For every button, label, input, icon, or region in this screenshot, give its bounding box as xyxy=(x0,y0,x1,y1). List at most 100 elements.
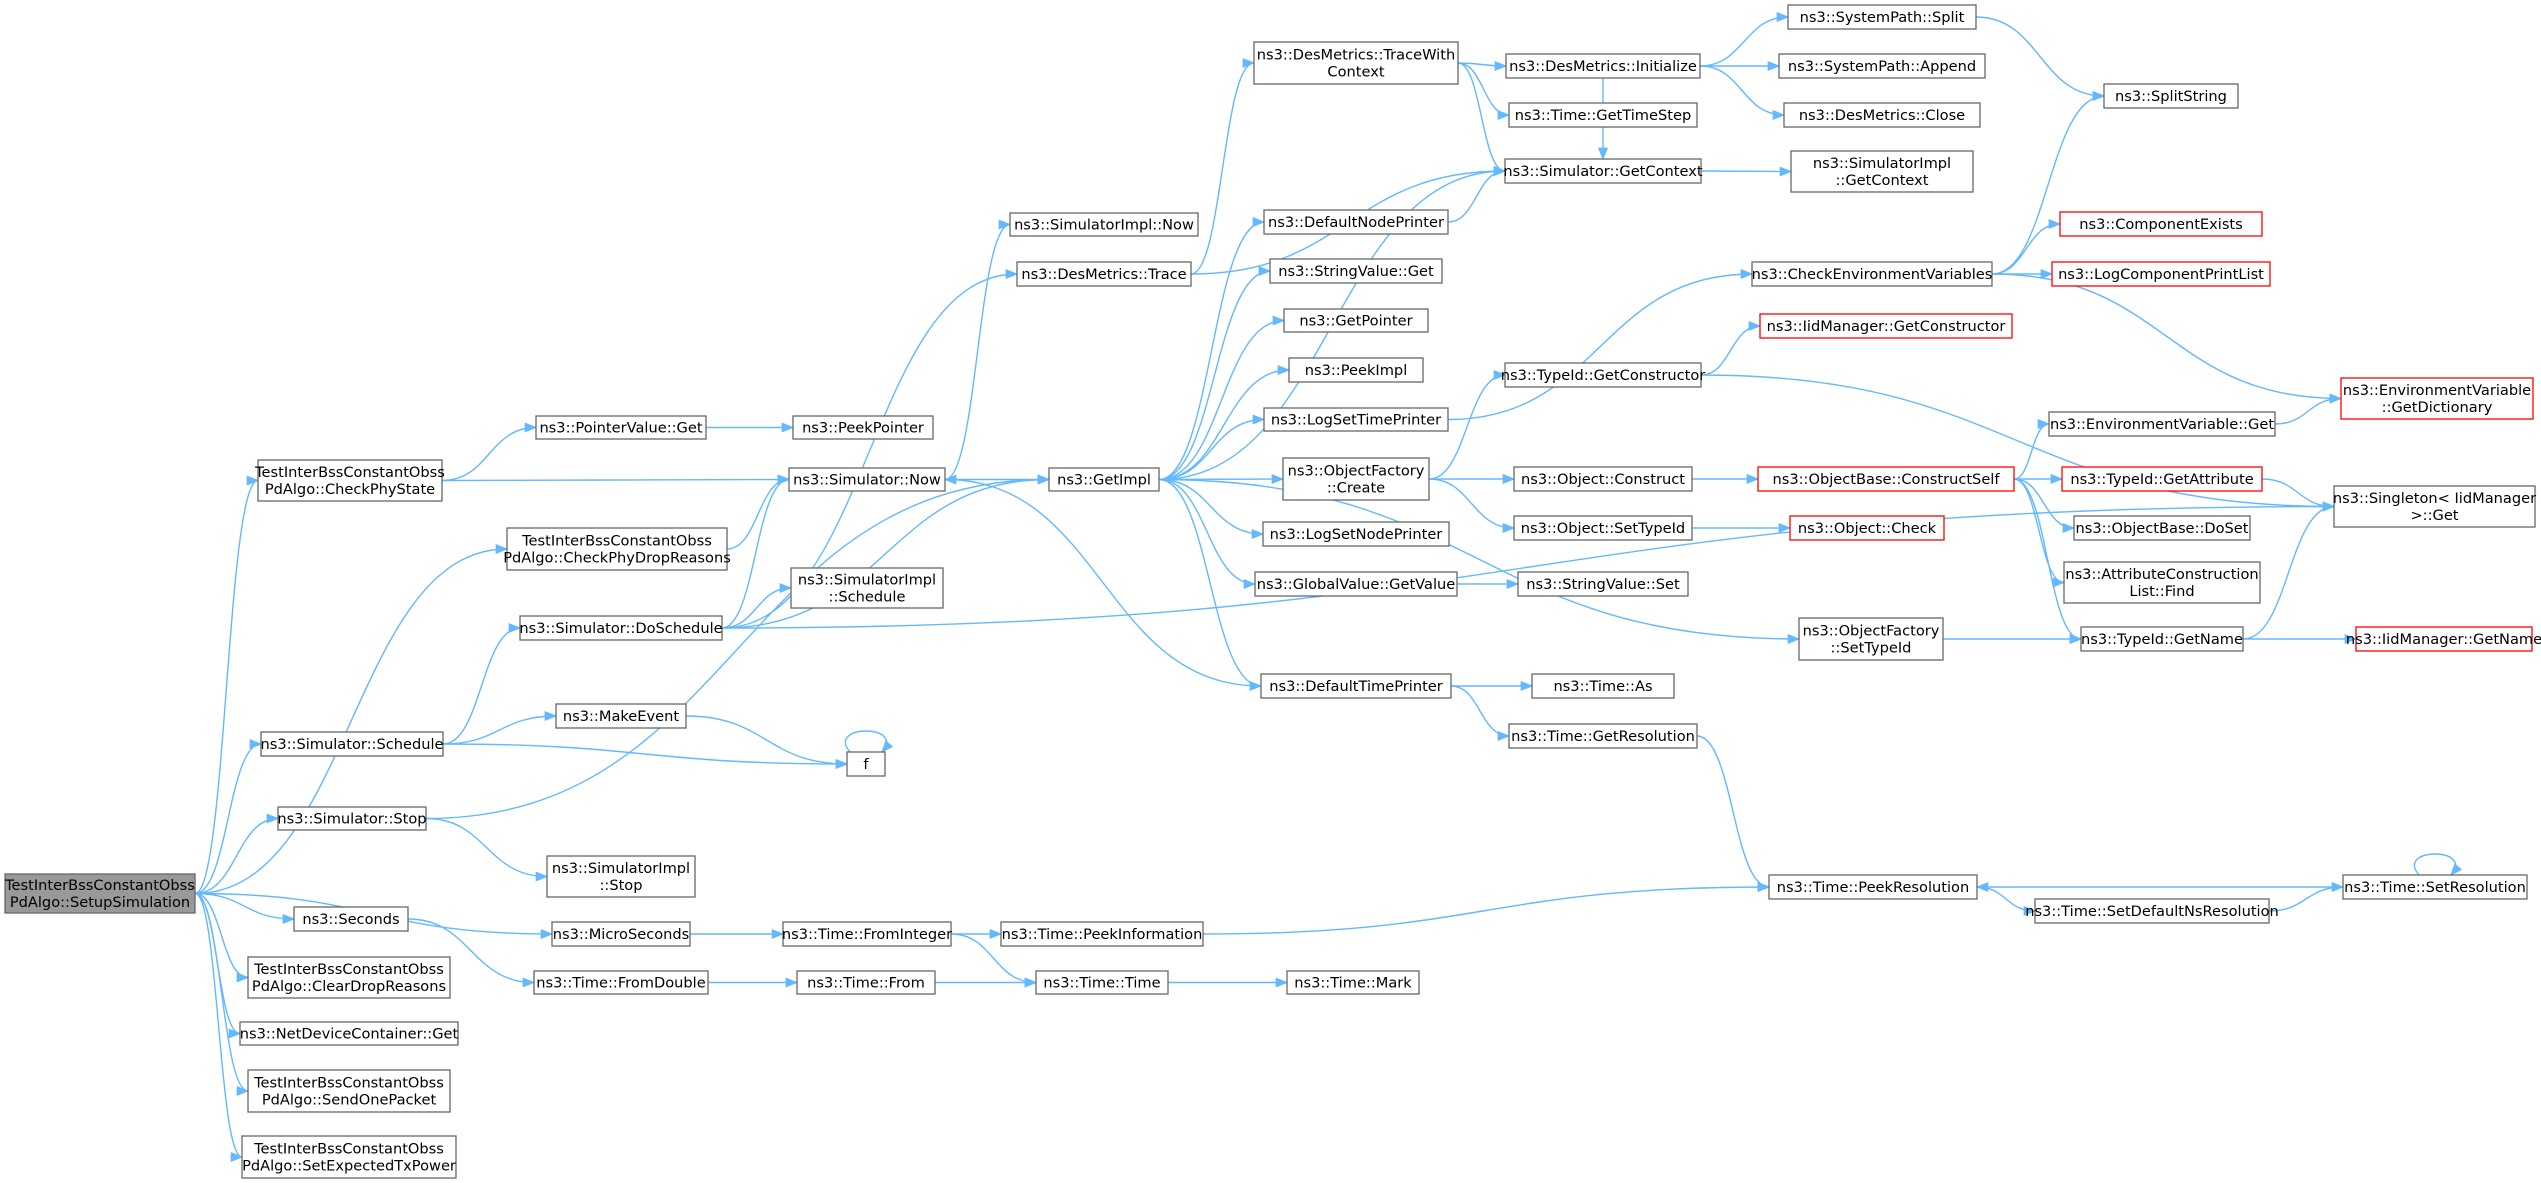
node-label-defaulttimeprinter-0: ns3::DefaultTimePrinter xyxy=(1269,678,1443,695)
node-typeidgetname[interactable]: ns3::TypeId::GetName xyxy=(2080,626,2244,652)
node-timepeekres[interactable]: ns3::Time::PeekResolution xyxy=(1768,874,1978,900)
node-simstop[interactable]: ns3::Simulator::Stop xyxy=(277,806,427,831)
node-logcompprintlist[interactable]: ns3::LogComponentPrintList xyxy=(2051,261,2271,287)
edge-getimpl-to-logsettimeprinter xyxy=(1158,414,1266,481)
node-objfactsettypeid[interactable]: ns3::ObjectFactory::SetTypeId xyxy=(1798,617,1944,661)
edge-desmetricstracewith-to-simgetcontext xyxy=(1457,62,1507,176)
node-timegetres[interactable]: ns3::Time::GetResolution xyxy=(1508,723,1698,749)
node-typeidgetctor[interactable]: ns3::TypeId::GetConstructor xyxy=(1501,362,1706,388)
node-label-seconds-0: ns3::Seconds xyxy=(302,911,399,928)
node-label-setup-0: TestInterBssConstantObss xyxy=(4,877,195,894)
node-objbasedoset[interactable]: ns3::ObjectBase::DoSet xyxy=(2073,515,2251,541)
node-simimplstop[interactable]: ns3::SimulatorImpl::Stop xyxy=(546,855,696,898)
node-label-stringvalueget-0: ns3::StringValue::Get xyxy=(1278,263,1434,280)
node-envvarget[interactable]: ns3::EnvironmentVariable::Get xyxy=(2048,411,2276,437)
edge-getimpl-to-objfactsettypeid xyxy=(1158,478,1801,645)
node-setexpectedtx[interactable]: TestInterBssConstantObssPdAlgo::SetExpec… xyxy=(241,1135,457,1179)
node-stringvalueset[interactable]: ns3::StringValue::Set xyxy=(1517,571,1689,597)
edge-desmetricstracewith-to-timegettimestep xyxy=(1457,62,1511,121)
node-typeidgetattr[interactable]: ns3::TypeId::GetAttribute xyxy=(2061,466,2263,492)
edge-simschedule-to-simdoschedule xyxy=(442,622,522,745)
node-getpointer[interactable]: ns3::GetPointer xyxy=(1283,308,1429,333)
node-makeevent[interactable]: ns3::MakeEvent xyxy=(555,703,687,729)
node-timetime[interactable]: ns3::Time::Time xyxy=(1035,970,1169,995)
node-box-singletonget xyxy=(2333,485,2536,528)
node-simnow[interactable]: ns3::Simulator::Now xyxy=(788,467,946,492)
node-f[interactable]: f xyxy=(846,751,886,777)
node-label-logcompprintlist-0: ns3::LogComponentPrintList xyxy=(2058,266,2264,283)
node-globalvalueget[interactable]: ns3::GlobalValue::GetValue xyxy=(1254,571,1458,597)
node-defaulttimeprinter[interactable]: ns3::DefaultTimePrinter xyxy=(1260,673,1452,699)
node-timefrominteger[interactable]: ns3::Time::FromInteger xyxy=(782,921,952,947)
node-label-simgetcontext-0: ns3::Simulator::GetContext xyxy=(1503,163,1702,180)
node-label-syspathappend-0: ns3::SystemPath::Append xyxy=(1788,58,1976,75)
node-envvargetdict[interactable]: ns3::EnvironmentVariable::GetDictionary xyxy=(2340,377,2534,420)
node-checkenvvars[interactable]: ns3::CheckEnvironmentVariables xyxy=(1751,261,1993,287)
node-timemark[interactable]: ns3::Time::Mark xyxy=(1286,970,1420,995)
node-label-objfactcreate-1: ::Create xyxy=(1327,479,1385,496)
node-timeas[interactable]: ns3::Time::As xyxy=(1531,673,1675,699)
node-simschedule[interactable]: ns3::Simulator::Schedule xyxy=(260,731,444,757)
node-iidmgrgetname[interactable]: ns3::IidManager::GetName xyxy=(2346,626,2541,652)
edge-makeevent-to-f xyxy=(685,715,849,770)
node-iidmgrgetctor[interactable]: ns3::IidManager::GetConstructor xyxy=(1759,313,2013,339)
node-label-checkphydrop-1: PdAlgo::CheckPhyDropReasons xyxy=(503,549,731,566)
node-simimplgetctx[interactable]: ns3::SimulatorImpl::GetContext xyxy=(1790,150,1974,193)
node-label-objbasedoset-0: ns3::ObjectBase::DoSet xyxy=(2075,520,2248,537)
node-timefromdouble[interactable]: ns3::Time::FromDouble xyxy=(533,970,709,995)
node-setup[interactable]: TestInterBssConstantObssPdAlgo::SetupSim… xyxy=(4,873,196,914)
node-componentexists[interactable]: ns3::ComponentExists xyxy=(2059,211,2263,237)
node-objectcheck[interactable]: ns3::Object::Check xyxy=(1789,515,1945,541)
node-box-sendonepacket xyxy=(247,1069,451,1113)
node-timesetres[interactable]: ns3::Time::SetResolution xyxy=(2342,874,2528,900)
node-objfactcreate[interactable]: ns3::ObjectFactory::Create xyxy=(1282,457,1430,501)
edge-typeidgetctor-to-iidmgrgetctor xyxy=(1700,320,1762,376)
node-splitstring[interactable]: ns3::SplitString xyxy=(2103,83,2239,109)
node-simimplschedule[interactable]: ns3::SimulatorImpl::Schedule xyxy=(790,567,944,609)
node-checkphydrop[interactable]: TestInterBssConstantObssPdAlgo::CheckPhy… xyxy=(503,527,731,571)
node-simdoschedule[interactable]: ns3::Simulator::DoSchedule xyxy=(519,615,723,641)
node-objbaseconstructself[interactable]: ns3::ObjectBase::ConstructSelf xyxy=(1757,466,2015,492)
node-getimpl[interactable]: ns3::GetImpl xyxy=(1048,467,1160,492)
node-desmetricsclose[interactable]: ns3::DesMetrics::Close xyxy=(1783,102,1981,128)
node-peekimpl[interactable]: ns3::PeekImpl xyxy=(1288,357,1424,383)
node-cleardrop[interactable]: TestInterBssConstantObssPdAlgo::ClearDro… xyxy=(247,956,451,999)
node-logsetnodeprinter[interactable]: ns3::LogSetNodePrinter xyxy=(1262,521,1450,547)
node-seconds[interactable]: ns3::Seconds xyxy=(293,906,409,932)
node-peekpointer[interactable]: ns3::PeekPointer xyxy=(792,415,934,440)
node-label-sendonepacket-0: TestInterBssConstantObss xyxy=(253,1074,444,1091)
node-stringvalueget[interactable]: ns3::StringValue::Get xyxy=(1269,258,1443,284)
edge-setup-to-cleardrop xyxy=(194,892,250,983)
node-box-typeidgetname xyxy=(2080,626,2244,652)
edge-timepeekinfo-to-timepeekres xyxy=(1202,881,1771,935)
node-desmetricstrace[interactable]: ns3::DesMetrics::Trace xyxy=(1016,261,1192,287)
node-timepeekinfo[interactable]: ns3::Time::PeekInformation xyxy=(1000,921,1204,947)
node-desmetricsinit[interactable]: ns3::DesMetrics::Initialize xyxy=(1505,53,1701,79)
node-checkphystate[interactable]: TestInterBssConstantObssPdAlgo::CheckPhy… xyxy=(254,459,445,502)
node-label-f-0: f xyxy=(863,756,869,773)
node-microseconds[interactable]: ns3::MicroSeconds xyxy=(551,921,691,947)
node-logsettimeprinter[interactable]: ns3::LogSetTimePrinter xyxy=(1263,407,1449,432)
node-singletonget[interactable]: ns3::Singleton< IidManager >::Get xyxy=(2333,485,2536,528)
node-sendonepacket[interactable]: TestInterBssConstantObssPdAlgo::SendOneP… xyxy=(247,1069,451,1113)
node-label-objfactsettypeid-1: ::SetTypeId xyxy=(1831,639,1912,656)
node-syspathappend[interactable]: ns3::SystemPath::Append xyxy=(1778,53,1986,79)
node-syspathsplit[interactable]: ns3::SystemPath::Split xyxy=(1787,4,1977,30)
node-ndcget[interactable]: ns3::NetDeviceContainer::Get xyxy=(239,1021,459,1046)
node-label-peekimpl-0: ns3::PeekImpl xyxy=(1305,362,1408,379)
node-defaultnodeprinter[interactable]: ns3::DefaultNodePrinter xyxy=(1263,209,1449,235)
node-timesetdefaultns[interactable]: ns3::Time::SetDefaultNsResolution xyxy=(2025,898,2279,924)
node-label-timepeekres-0: ns3::Time::PeekResolution xyxy=(1777,879,1969,896)
node-simgetcontext[interactable]: ns3::Simulator::GetContext xyxy=(1503,158,1703,184)
node-timegettimestep[interactable]: ns3::Time::GetTimeStep xyxy=(1508,102,1698,128)
node-simimplnow[interactable]: ns3::SimulatorImpl::Now xyxy=(1009,212,1199,237)
node-timefrom[interactable]: ns3::Time::From xyxy=(796,970,936,995)
node-pointervalueget[interactable]: ns3::PointerValue::Get xyxy=(535,415,707,440)
edge-timefrominteger-to-timetime xyxy=(950,933,1038,988)
node-label-singletonget-0: ns3::Singleton< IidManager xyxy=(2333,490,2536,507)
node-objectconstruct[interactable]: ns3::Object::Construct xyxy=(1513,466,1693,492)
edge-objbaseconstructself-to-objbasedoset xyxy=(2013,478,2076,534)
node-objectsettypeid[interactable]: ns3::Object::SetTypeId xyxy=(1513,515,1693,541)
